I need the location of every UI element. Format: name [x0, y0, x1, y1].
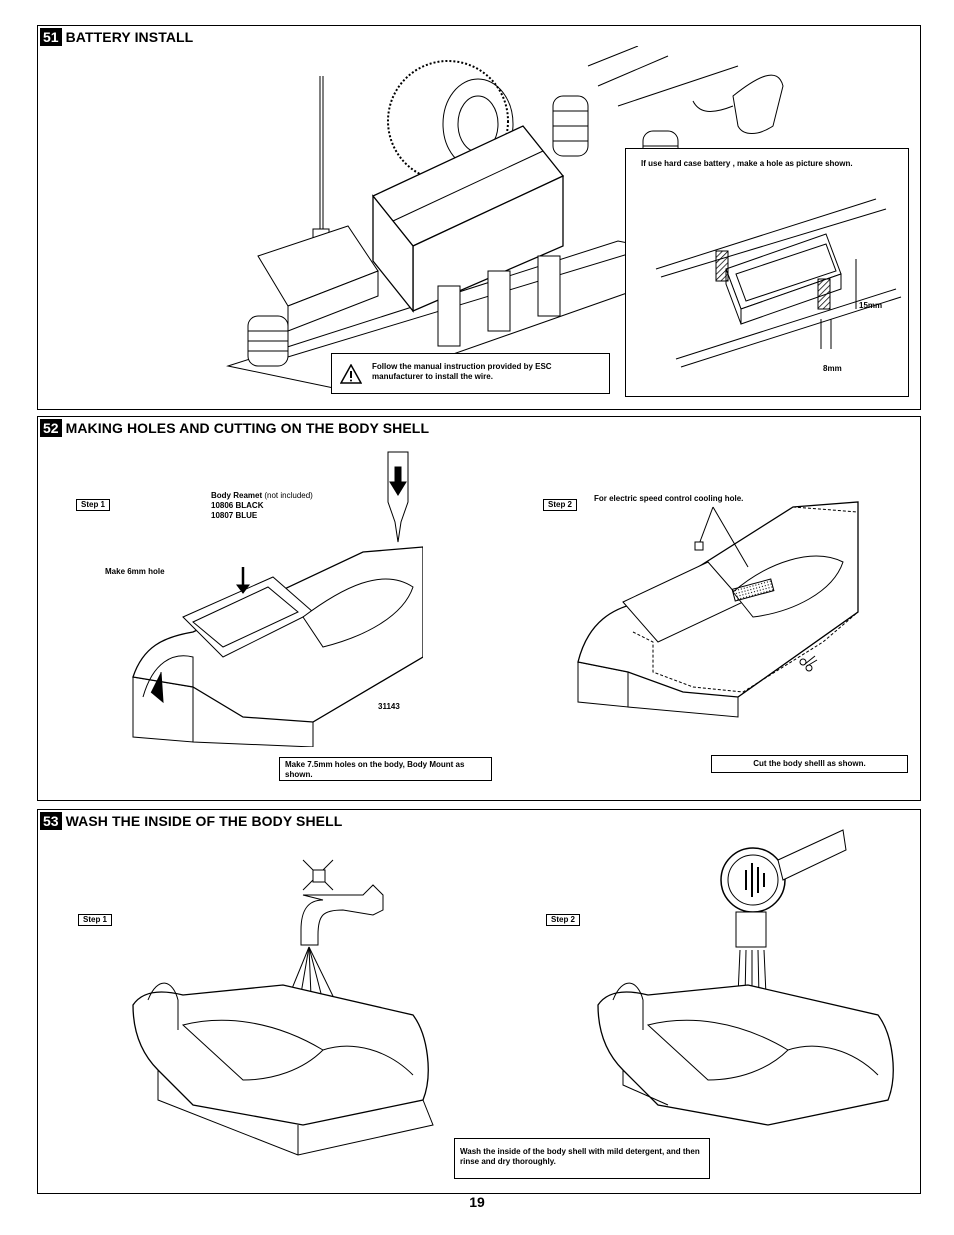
body-shell-step1 [132, 451, 423, 747]
holes-instruction-box: Make 7.5mm holes on the body, Body Mount… [279, 757, 492, 781]
reamer-name: Body Reamet [211, 491, 263, 500]
section-wash-body: 53 WASH THE INSIDE OF THE BODY SHELL Ste… [37, 809, 921, 1194]
inset-note: If use hard case battery , make a hole a… [641, 159, 853, 168]
hole-label: Make 6mm hole [105, 567, 165, 576]
section-header: 53 WASH THE INSIDE OF THE BODY SHELL [40, 812, 342, 830]
body-shell-step2 [577, 501, 859, 718]
chassis-illustration [226, 46, 784, 392]
section-number: 53 [40, 812, 62, 830]
holes-instruction: Make 7.5mm holes on the body, Body Mount… [285, 760, 465, 779]
reamer-black: 10806 BLACK [211, 501, 264, 510]
page-number: 19 [469, 1194, 485, 1210]
battery-tray-diagram [655, 198, 902, 368]
step-2-label: Step 2 [546, 914, 581, 926]
dimension-height: 15mm [859, 301, 883, 310]
dryer-illustration [597, 829, 894, 1126]
section-title: WASH THE INSIDE OF THE BODY SHELL [65, 813, 343, 829]
part-number: 31143 [378, 702, 400, 711]
wash-instruction-box: Wash the inside of the body shell with m… [454, 1138, 710, 1179]
cut-instruction: Cut the body shelll as shown. [753, 759, 866, 768]
warning-text: Follow the manual instruction provided b… [372, 362, 552, 381]
section-header: 52 MAKING HOLES AND CUTTING ON THE BODY … [40, 419, 429, 437]
faucet-wash-illustration [132, 859, 434, 1156]
section-battery-install: 51 BATTERY INSTALL [37, 25, 921, 410]
step-1-label: Step 1 [78, 914, 113, 926]
warning-icon [340, 364, 362, 384]
cooling-note: For electric speed control cooling hole. [594, 494, 744, 503]
section-number: 52 [40, 419, 62, 437]
dimension-width: 8mm [823, 364, 842, 373]
section-title: MAKING HOLES AND CUTTING ON THE BODY SHE… [65, 420, 430, 436]
inset-hard-case: If use hard case battery , make a hole a… [625, 148, 909, 397]
step-1-label: Step 1 [76, 499, 111, 511]
cut-instruction-box: Cut the body shelll as shown. [711, 755, 908, 773]
reamer-note: (not included) [264, 491, 313, 500]
section-title: BATTERY INSTALL [65, 29, 194, 45]
section-header: 51 BATTERY INSTALL [40, 28, 193, 46]
section-number: 51 [40, 28, 62, 46]
reamer-blue: 10807 BLUE [211, 511, 258, 520]
section-making-holes: 52 MAKING HOLES AND CUTTING ON THE BODY … [37, 416, 921, 801]
warning-box: Follow the manual instruction provided b… [331, 353, 610, 394]
wash-instruction: Wash the inside of the body shell with m… [460, 1147, 700, 1166]
reamer-label: Body Reamet (not included) [211, 491, 313, 501]
step-2-label: Step 2 [543, 499, 578, 511]
